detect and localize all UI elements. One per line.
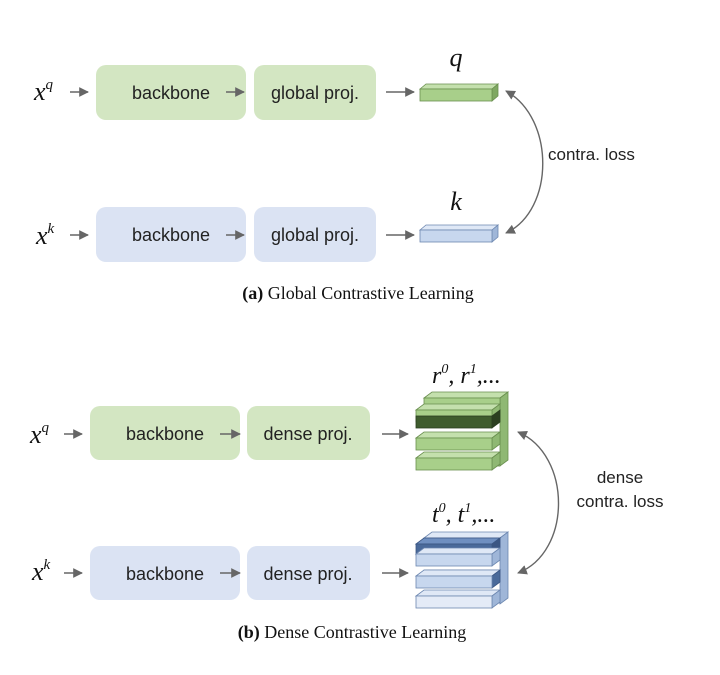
- key-vector: [418, 224, 500, 243]
- output-q-label: q: [450, 43, 463, 72]
- input-xq: xq: [33, 77, 54, 106]
- output-r-label: r0, r1,...: [432, 362, 501, 389]
- dense-proj-box-query: [247, 406, 370, 460]
- global-proj-label: global proj.: [271, 225, 359, 245]
- output-k-label: k: [450, 187, 462, 216]
- dense-proj-label: dense proj.: [263, 564, 352, 584]
- input-xk: xk: [35, 221, 55, 250]
- caption-b: (b) Dense Contrastive Learning: [238, 622, 466, 643]
- global-proj-box-query: [254, 65, 376, 120]
- backbone-box-key: [96, 207, 246, 262]
- backbone-label: backbone: [126, 424, 204, 444]
- dense-proj-label: dense proj.: [263, 424, 352, 444]
- backbone-label: backbone: [132, 225, 210, 245]
- query-vector: [418, 83, 500, 102]
- contra-loss-label: contra. loss: [548, 145, 635, 164]
- caption-a: (a) Global Contrastive Learning: [242, 283, 473, 304]
- panel-b: xq backbone dense proj.: [29, 362, 663, 643]
- query-dense-feature-stack: [414, 391, 510, 471]
- backbone-label: backbone: [126, 564, 204, 584]
- panel-a: xq backbone global proj. q xk backbone g…: [33, 43, 635, 304]
- output-t-label: t0, t1,...: [432, 501, 495, 528]
- dense-loss-label-line2: contra. loss: [577, 492, 664, 511]
- backbone-label: backbone: [132, 83, 210, 103]
- contrastive-loss-arrow: [505, 90, 544, 234]
- global-proj-label: global proj.: [271, 83, 359, 103]
- dense-contrastive-loss-arrow: [517, 430, 560, 575]
- backbone-box-query: [96, 65, 246, 120]
- dense-proj-box-key: [247, 546, 370, 600]
- backbone-box-query: [90, 406, 240, 460]
- global-proj-box-key: [254, 207, 376, 262]
- input-xk: xk: [31, 557, 51, 586]
- key-dense-feature-stack: [414, 531, 510, 609]
- dense-loss-label-line1: dense: [597, 468, 643, 487]
- input-xq: xq: [29, 420, 50, 449]
- backbone-box-key: [90, 546, 240, 600]
